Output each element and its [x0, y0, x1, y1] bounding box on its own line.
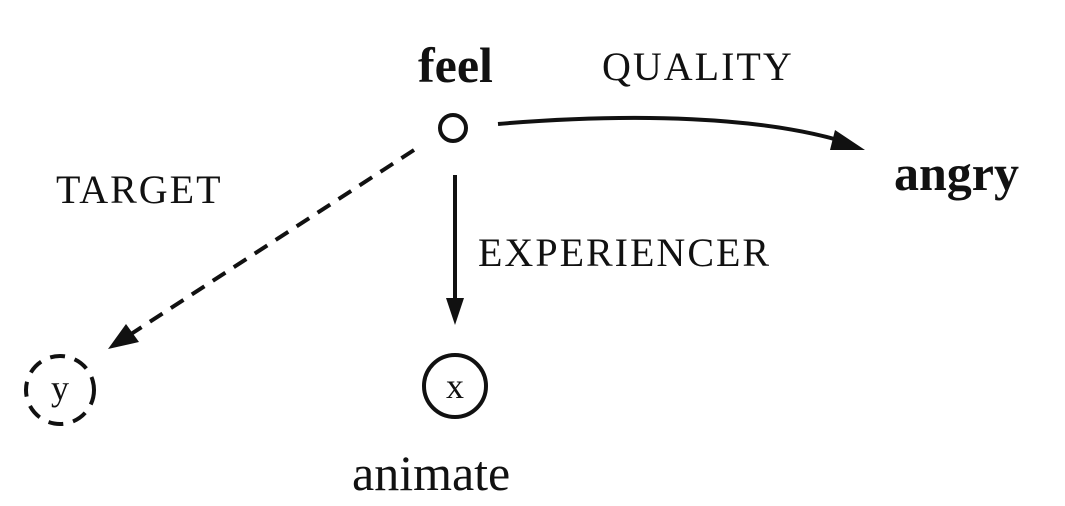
x-node-circle	[422, 353, 488, 419]
angry-node-label: angry	[894, 145, 1019, 201]
experiencer-arrowhead	[446, 298, 464, 325]
target-edge-line	[126, 148, 416, 338]
quality-edge-label: QUALITY	[602, 44, 794, 89]
y-node-label: y	[51, 368, 69, 408]
quality-edge-line	[497, 115, 839, 142]
quality-arrowhead	[830, 130, 865, 150]
feel-node-circle	[438, 113, 468, 143]
target-arrowhead	[108, 324, 139, 349]
experiencer-edge-label: EXPERIENCER	[478, 230, 771, 275]
y-node-circle	[24, 354, 96, 426]
feel-node-label: feel	[418, 37, 493, 93]
x-node-label: x	[446, 366, 464, 406]
x-node-type-label: animate	[352, 445, 510, 501]
target-edge-label: TARGET	[56, 167, 223, 212]
